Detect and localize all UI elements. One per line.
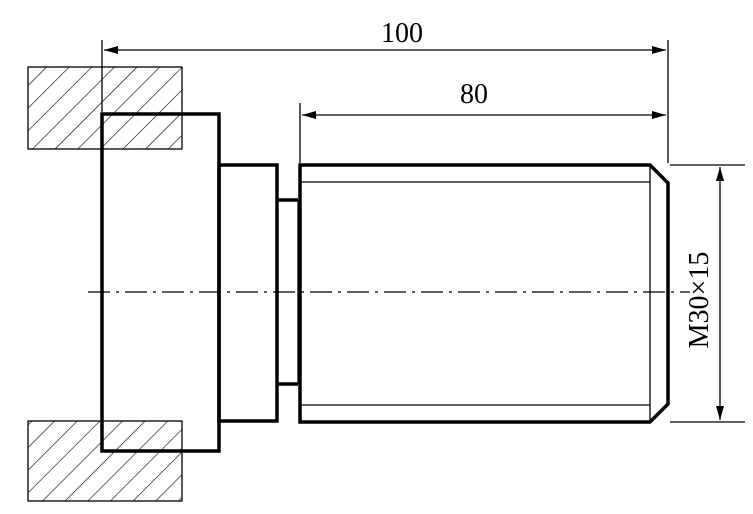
thread-spec-label: M30×15	[684, 252, 715, 349]
shoulder-step	[217, 163, 279, 423]
dimension-thread-spec: M30×15	[670, 164, 745, 423]
dimension-overall-length: 100	[101, 18, 669, 163]
chuck-jaw-bottom	[27, 420, 183, 502]
clamped-body	[100, 112, 221, 453]
overall-length-label: 100	[381, 18, 423, 49]
chuck-jaw-top	[27, 66, 183, 150]
threaded-section	[298, 163, 670, 424]
dimension-thread-length: 80	[299, 79, 666, 163]
undercut-groove	[277, 198, 299, 386]
thread-length-label: 80	[460, 79, 488, 110]
